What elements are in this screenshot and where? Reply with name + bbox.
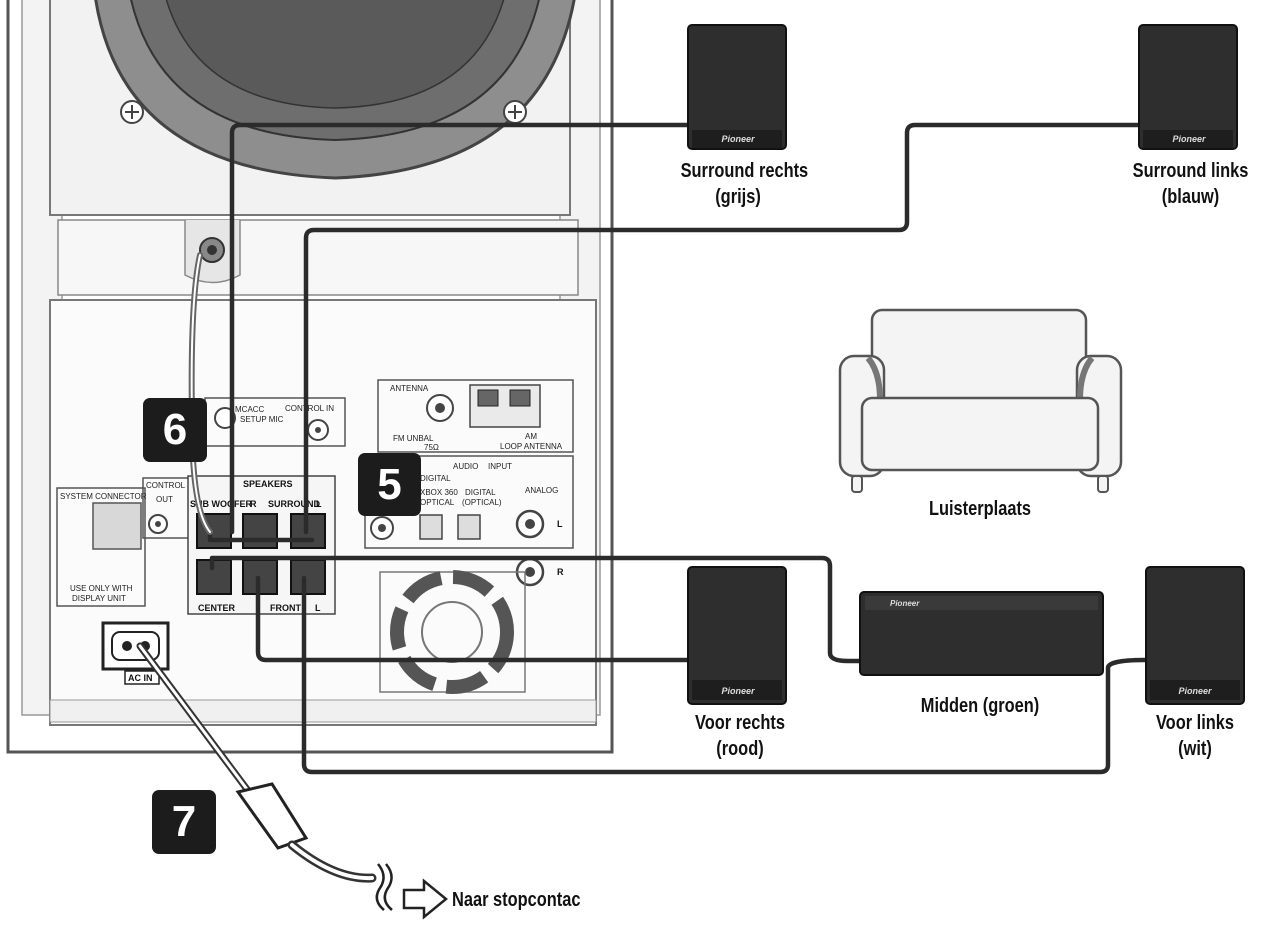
surround-left-label: Surround links (blauw) [1131, 158, 1250, 210]
mcacc-label: MCACC [235, 405, 265, 414]
control-in-label: CONTROL IN [285, 404, 334, 413]
optical2-label: (OPTICAL) [462, 498, 502, 507]
speaker-brand-label: Pioneer [1172, 134, 1206, 144]
speakers-label: SPEAKERS [243, 479, 293, 489]
analog-l-label: L [557, 519, 563, 529]
cable-center [209, 555, 863, 664]
front-right-label: Voor rechts (rood) [691, 710, 789, 762]
front-label: FRONT [270, 603, 301, 613]
center-name: Midden (groen) [920, 695, 1040, 717]
listening-position-label: Luisterplaats [928, 498, 1032, 520]
am-label: AM [525, 432, 537, 441]
loop-antenna-label: LOOP ANTENNA [500, 442, 563, 451]
analog-r-label: R [557, 567, 564, 577]
right-label: R [250, 499, 257, 509]
center-label-text: Midden (groen) [910, 693, 1049, 719]
sofa-icon [838, 308, 1123, 493]
center-label: CENTER [198, 603, 236, 613]
control-label: CONTROL [146, 481, 186, 490]
surround-right-speaker: Pioneer [687, 24, 787, 150]
power-plug-icon [235, 782, 309, 850]
out-label: OUT [156, 495, 173, 504]
surround-left-color: (blauw) [1161, 186, 1220, 208]
setup-mic-label: SETUP MIC [240, 415, 284, 424]
display-unit-label: DISPLAY UNIT [72, 594, 126, 603]
woofer-cone-icon [94, 0, 576, 180]
system-connector-port[interactable] [92, 502, 142, 550]
step-6-badge: 6 [143, 398, 207, 462]
digital-label: DIGITAL [420, 474, 451, 483]
power-cord [136, 642, 448, 920]
surround-right-label: Surround rechts (grijs) [680, 158, 809, 210]
screw-icon [503, 100, 527, 124]
terminal-panel: SYSTEM CONNECTOR USE ONLY WITH DISPLAY U… [56, 379, 574, 694]
input-label: INPUT [488, 462, 512, 471]
cable-surround-right [229, 122, 693, 535]
surround-right-color: (grijs) [715, 186, 761, 208]
arrow-right-icon [402, 878, 448, 920]
system-connector-label: SYSTEM CONNECTOR [60, 492, 147, 501]
fan-grille-icon [379, 570, 526, 694]
front-right-speaker: Pioneer [687, 566, 787, 705]
ac-in-label: AC IN [128, 673, 153, 683]
screw-icon [120, 100, 144, 124]
cable-front-right [255, 575, 693, 663]
front-l-terminal[interactable] [290, 559, 326, 595]
analog-label: ANALOG [525, 486, 558, 495]
surround-label: SURROUND [268, 499, 321, 509]
optical-label: OPTICAL [420, 498, 455, 507]
step-5-badge: 5 [358, 453, 421, 516]
speaker-brand-label: Pioneer [890, 599, 920, 608]
center-speaker: Pioneer [859, 591, 1104, 676]
subwoofer-label: SUB WOOFER [190, 499, 252, 509]
step-7-badge: 7 [152, 790, 216, 854]
speaker-brand-label: Pioneer [1178, 686, 1212, 696]
speaker-brand-label: Pioneer [721, 686, 755, 696]
left-front-label: L [315, 603, 321, 613]
ohm-label: 75Ω [424, 443, 439, 452]
surround-right-name: Surround rechts [680, 160, 809, 182]
subwoofer-rear-panel [6, 0, 614, 754]
outlet-label: Naar stopcontac [452, 889, 581, 911]
surround-left-name: Surround links [1132, 160, 1249, 182]
audio-label: AUDIO [453, 462, 478, 471]
fm-unbal-label: FM UNBAL [393, 434, 434, 443]
front-left-color: (wit) [1178, 738, 1212, 760]
optical-port[interactable] [457, 514, 481, 540]
use-only-label: USE ONLY WITH [70, 584, 133, 593]
xbox-label: XBOX 360 [420, 488, 458, 497]
cable-surround-left [303, 122, 1143, 535]
optical-port[interactable] [419, 514, 443, 540]
surround-r-terminal[interactable] [242, 513, 278, 549]
antenna-label: ANTENNA [390, 384, 429, 393]
left-label: L [316, 499, 322, 509]
front-left-label: Voor links (wit) [1150, 710, 1240, 762]
front-left-speaker: Pioneer [1145, 566, 1245, 705]
front-right-name: Voor rechts [695, 712, 785, 734]
front-right-color: (rood) [716, 738, 764, 760]
speaker-brand-label: Pioneer [721, 134, 755, 144]
cable-front-left [301, 575, 1148, 775]
digital-optical-label: DIGITAL [465, 488, 496, 497]
speaker-cables [188, 122, 1148, 775]
front-left-name: Voor links [1155, 712, 1235, 734]
surround-left-speaker: Pioneer [1138, 24, 1238, 150]
